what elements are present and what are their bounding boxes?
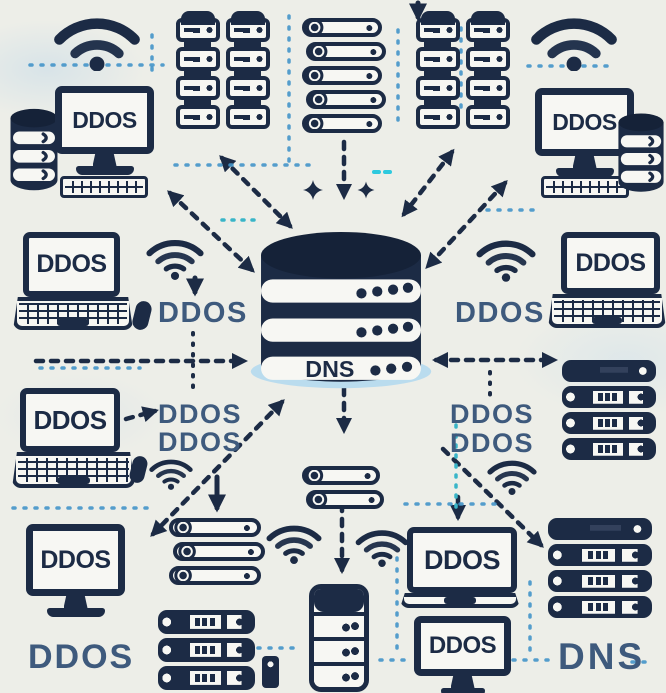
ddos-word: DDOS xyxy=(455,297,545,329)
dns-server-label: DNS xyxy=(305,356,354,382)
wifi-icon xyxy=(476,230,536,282)
wifi-icon xyxy=(487,452,537,495)
laptop-keyboard xyxy=(400,593,520,608)
wifi-icon xyxy=(149,452,193,490)
device-screen-label: DDOS xyxy=(40,545,111,574)
laptop-icon: DDOS xyxy=(13,232,133,332)
dns-server-icon: DNS xyxy=(250,231,432,389)
ddos-word: DDOS xyxy=(158,427,243,457)
server-rack-icon xyxy=(466,11,510,129)
pill-server-stack-icon xyxy=(302,18,386,133)
rack-unit-stack-icon xyxy=(158,610,255,690)
monitor-stand xyxy=(572,155,597,168)
sparkle-icons xyxy=(303,180,375,200)
device-screen-label: DDOS xyxy=(428,632,497,659)
device-screen-label: DDOS xyxy=(552,108,617,135)
wifi-icon xyxy=(530,8,618,71)
pill-server-stack-icon xyxy=(302,466,384,509)
usb-dongle-icon xyxy=(262,656,279,688)
laptop-keyboard xyxy=(548,294,666,328)
device-screen-label: DDOS xyxy=(36,250,107,278)
server-rack-icon xyxy=(226,11,270,129)
desktop-computer-icon: DDOS xyxy=(414,616,511,693)
desktop-computer-icon: DDOS xyxy=(26,524,125,617)
keyboard-icon xyxy=(541,176,629,198)
monitor-stand xyxy=(63,595,88,608)
ddos-word: DDOS xyxy=(450,428,535,458)
laptop-screen: DDOS xyxy=(407,527,517,593)
laptop-screen: DDOS xyxy=(20,388,120,452)
server-rack-icon xyxy=(176,11,220,129)
rack-unit-stack-icon xyxy=(548,518,652,618)
ddos-word: DDOS xyxy=(158,399,243,429)
dns-word: DNS xyxy=(558,636,646,677)
wifi-icon xyxy=(53,8,141,71)
ddos-word: DDOS xyxy=(28,638,135,676)
monitor-screen: DDOS xyxy=(26,524,125,596)
rack-unit-stack-icon xyxy=(562,360,656,460)
wifi-icon xyxy=(266,516,322,564)
monitor-screen: DDOS xyxy=(414,616,511,676)
laptop-screen: DDOS xyxy=(561,232,660,294)
device-screen-label: DDOS xyxy=(33,404,107,435)
monitor-stand xyxy=(92,153,117,166)
keyboard-icon xyxy=(60,176,148,198)
desktop-computer-icon: DDOS xyxy=(55,86,154,175)
laptop-icon: DDOS xyxy=(400,527,520,609)
dashed-attack-arrows xyxy=(33,0,559,575)
laptop-screen: DDOS xyxy=(23,232,120,297)
database-cylinder-icon xyxy=(616,110,666,196)
device-screen-label: DDOS xyxy=(72,106,137,133)
sparkle-icon xyxy=(357,181,375,199)
wifi-icon xyxy=(146,230,204,280)
monitor-screen: DDOS xyxy=(55,86,154,154)
server-rack-icon xyxy=(416,11,460,129)
device-screen-label: DDOS xyxy=(575,248,646,277)
monitor-stand xyxy=(450,675,475,688)
ddos-word: DDOS xyxy=(450,399,535,429)
ddos-word: DDOS xyxy=(158,297,248,329)
tower-server-icon xyxy=(309,584,369,692)
laptop-keyboard xyxy=(13,297,133,330)
laptop-icon: DDOS xyxy=(548,232,666,330)
pill-server-stack-icon xyxy=(169,518,265,585)
laptop-icon: DDOS xyxy=(12,388,135,490)
device-screen-label: DDOS xyxy=(423,544,501,575)
sparkle-icon xyxy=(303,180,323,200)
database-cylinder-icon xyxy=(8,106,60,194)
laptop-keyboard xyxy=(12,452,135,488)
dotted-network-lines xyxy=(11,14,656,664)
